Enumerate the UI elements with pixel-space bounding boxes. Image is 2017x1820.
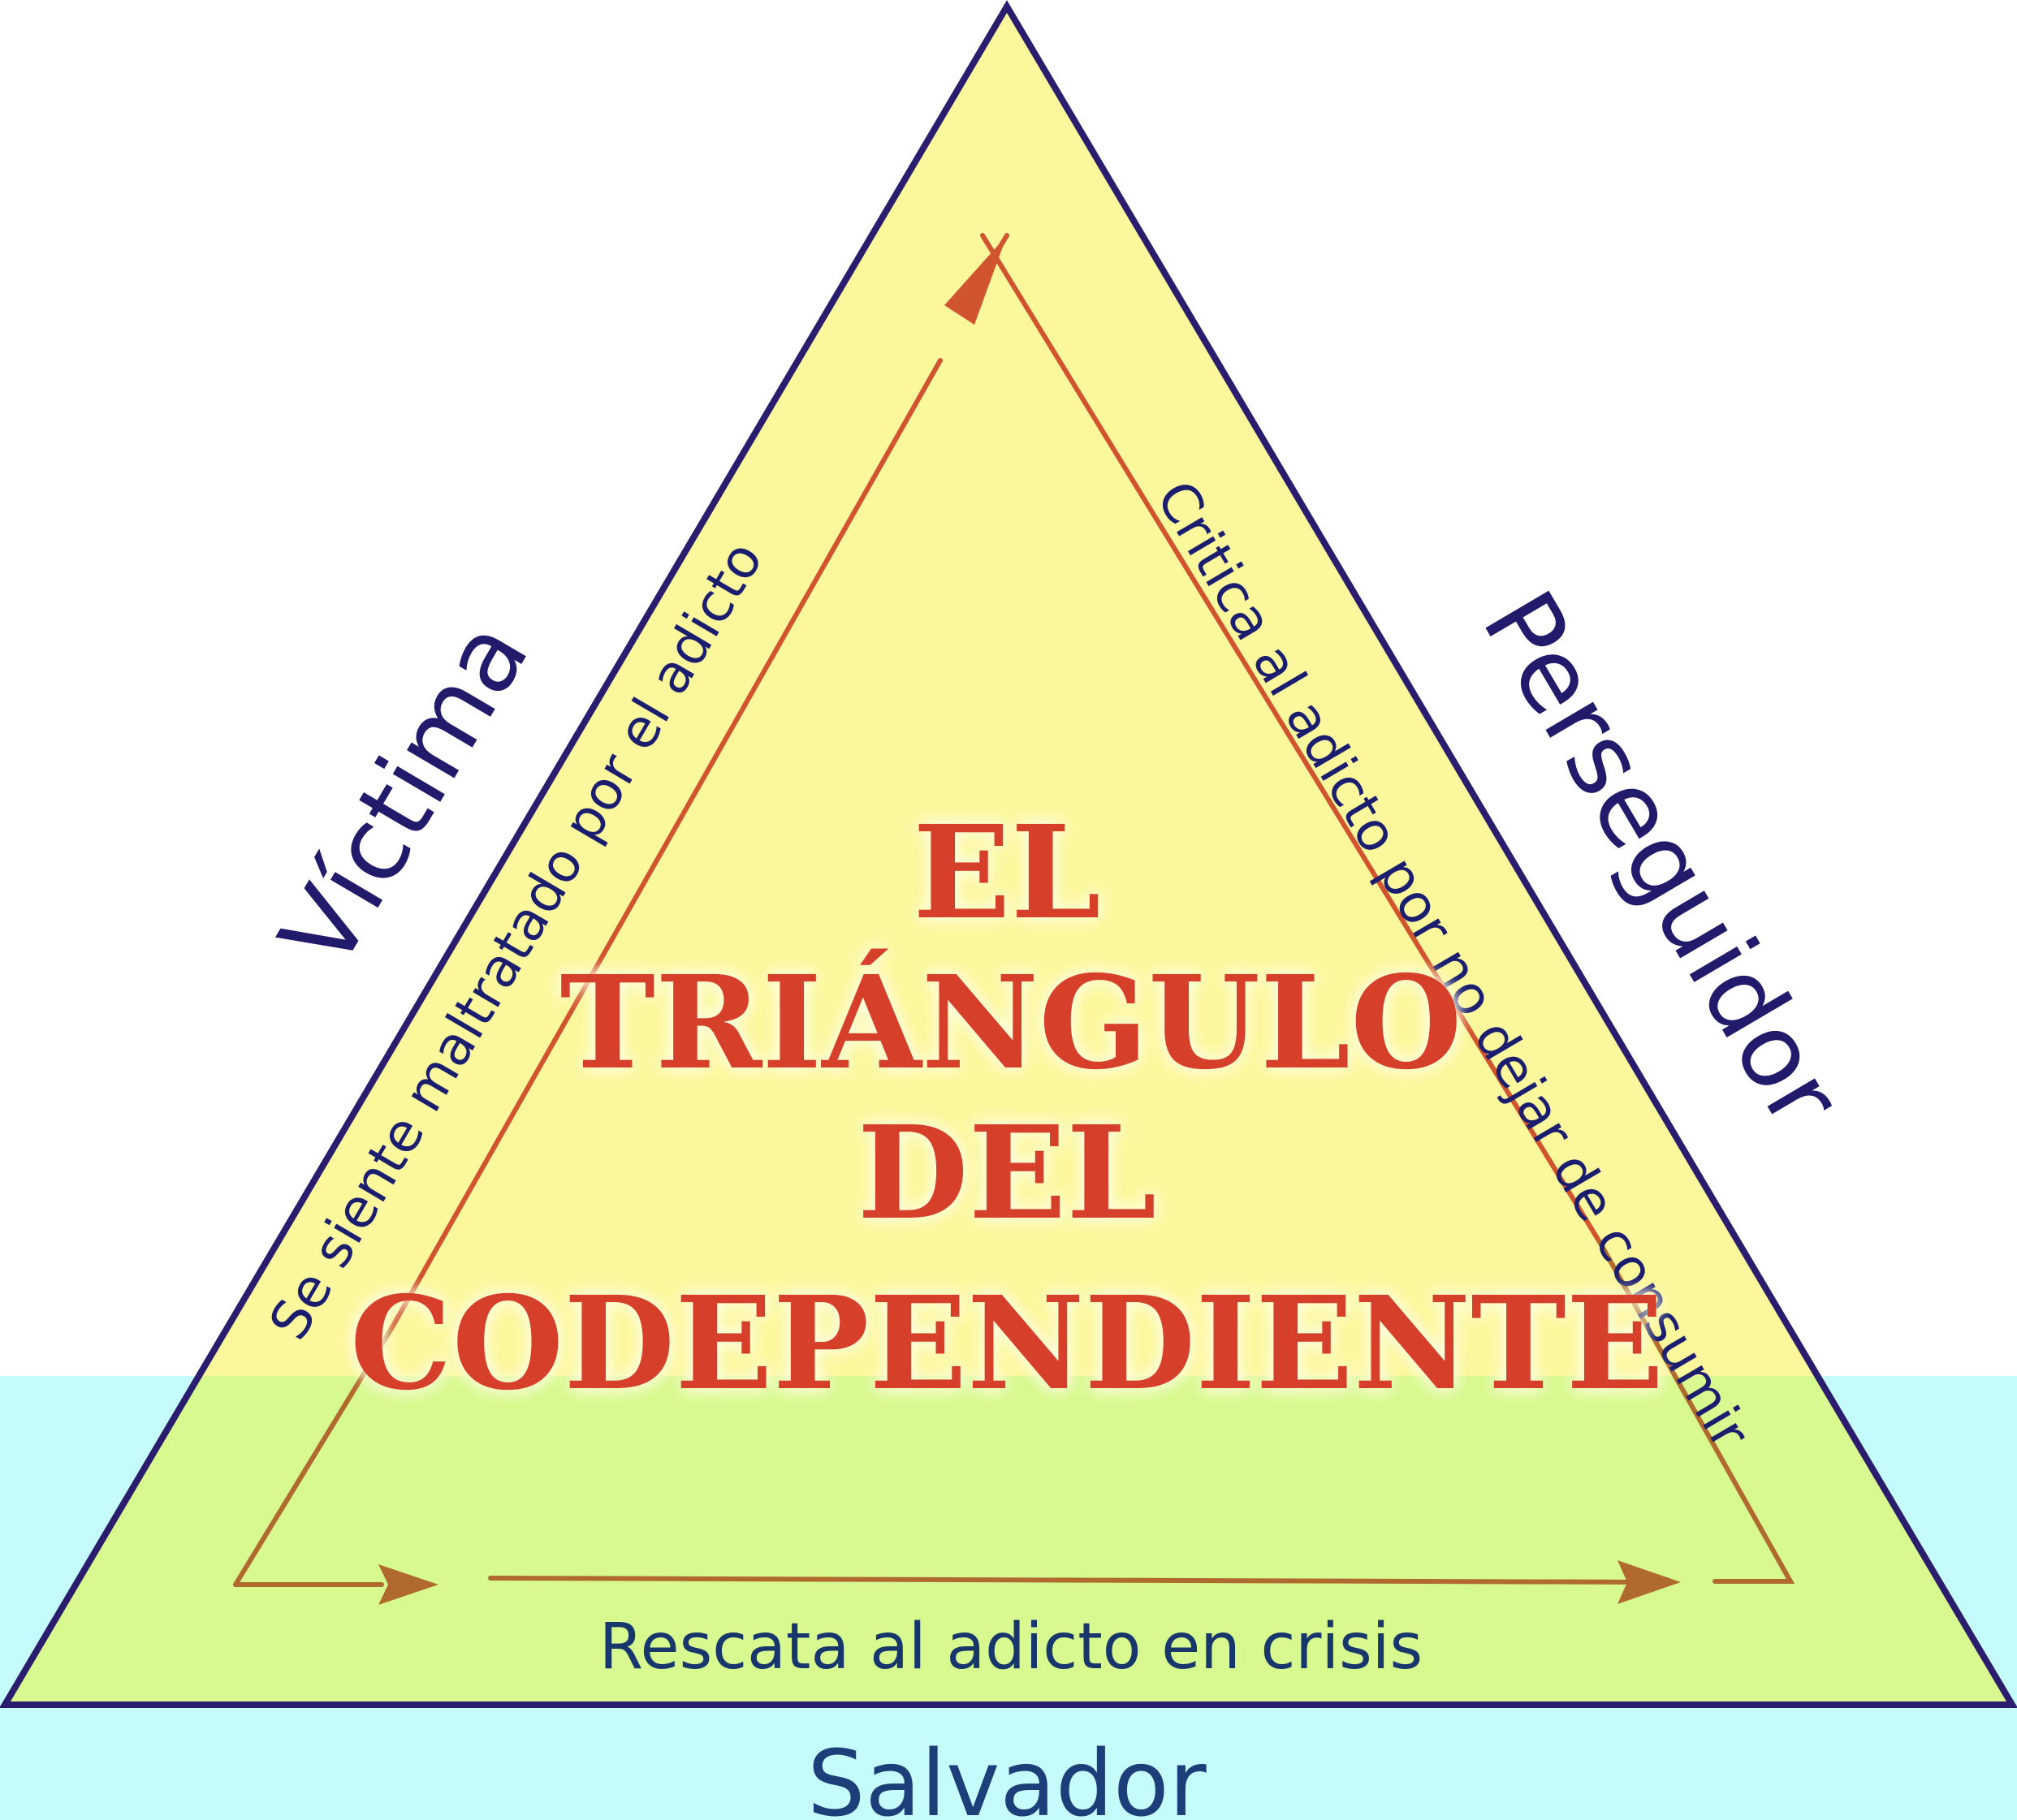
triangle-outline (0, 0, 2017, 1708)
arrow-left-side-lower (233, 1329, 392, 1587)
title-line-3: DEL (857, 1098, 1157, 1249)
base-label: Rescata al adicto en crisis (599, 1611, 1423, 1684)
arrow-right-side (980, 233, 1602, 1244)
title-line-4: CODEPENDIENTE (350, 1269, 1664, 1419)
diagram-title: EL TRIÁNGULO DEL CODEPENDIENTE (350, 798, 1664, 1419)
arrowhead-base-left (378, 1564, 438, 1605)
arrow-right-side-lower (1597, 1240, 1795, 1584)
cycle-arrows (233, 233, 1795, 1587)
triangle-fill (5, 6, 2012, 1705)
arrow-base-long (488, 1576, 1651, 1585)
title-line-2: TRIÁNGULO (559, 948, 1462, 1098)
arrowhead-apex (944, 235, 1007, 325)
arrow-left-side (387, 358, 943, 1334)
title-line-1: EL (913, 798, 1101, 948)
arrowhead-base-right (1617, 1560, 1681, 1604)
overlap-band (5, 1376, 2012, 1705)
role-rescuer-label: Salvador (807, 1732, 1207, 1820)
